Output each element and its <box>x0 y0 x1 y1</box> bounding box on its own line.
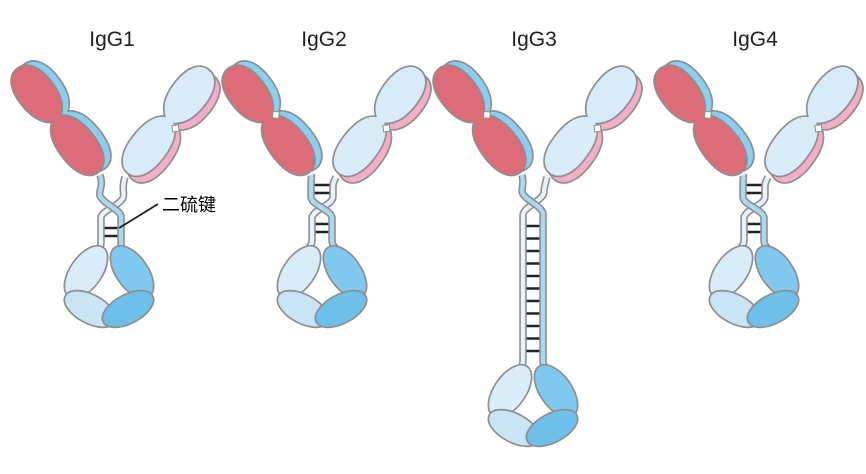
disulfide-bond-annotation: 二硫键 <box>118 195 216 229</box>
igg1-left-fab-arm <box>2 52 120 185</box>
igg4-title: IgG4 <box>732 28 778 51</box>
igg2-fc-region <box>267 237 377 336</box>
igg1-hinge <box>92 175 130 255</box>
igg1-fc-region <box>54 237 164 336</box>
igg1-panel: IgG1 <box>2 28 230 336</box>
annotation-label: 二硫键 <box>162 195 216 215</box>
igg3-hinge <box>513 175 553 373</box>
igg3-title: IgG3 <box>511 28 557 51</box>
annotation-leader-line <box>118 203 159 229</box>
igg4-hinge <box>735 175 773 253</box>
igg2-left-fab-arm <box>213 52 331 185</box>
igg3-left-fab-arm <box>424 52 542 185</box>
igg4-left-fab-arm <box>645 52 763 185</box>
igg3-panel: IgG3 <box>424 28 652 455</box>
igg4-fc-region <box>699 237 809 336</box>
igg2-right-fab-arm <box>322 58 441 192</box>
igg2-title: IgG2 <box>301 28 347 51</box>
igg4-panel: IgG4 <box>645 28 866 336</box>
igg2-panel: IgG2 <box>213 28 441 336</box>
igg1-title: IgG1 <box>89 28 135 51</box>
igg1-right-fab-arm <box>111 58 230 192</box>
igg2-hinge <box>303 175 341 253</box>
igg3-right-fab-arm <box>533 58 652 192</box>
igg4-right-fab-arm <box>754 58 866 192</box>
igg3-fc-region <box>478 356 588 455</box>
